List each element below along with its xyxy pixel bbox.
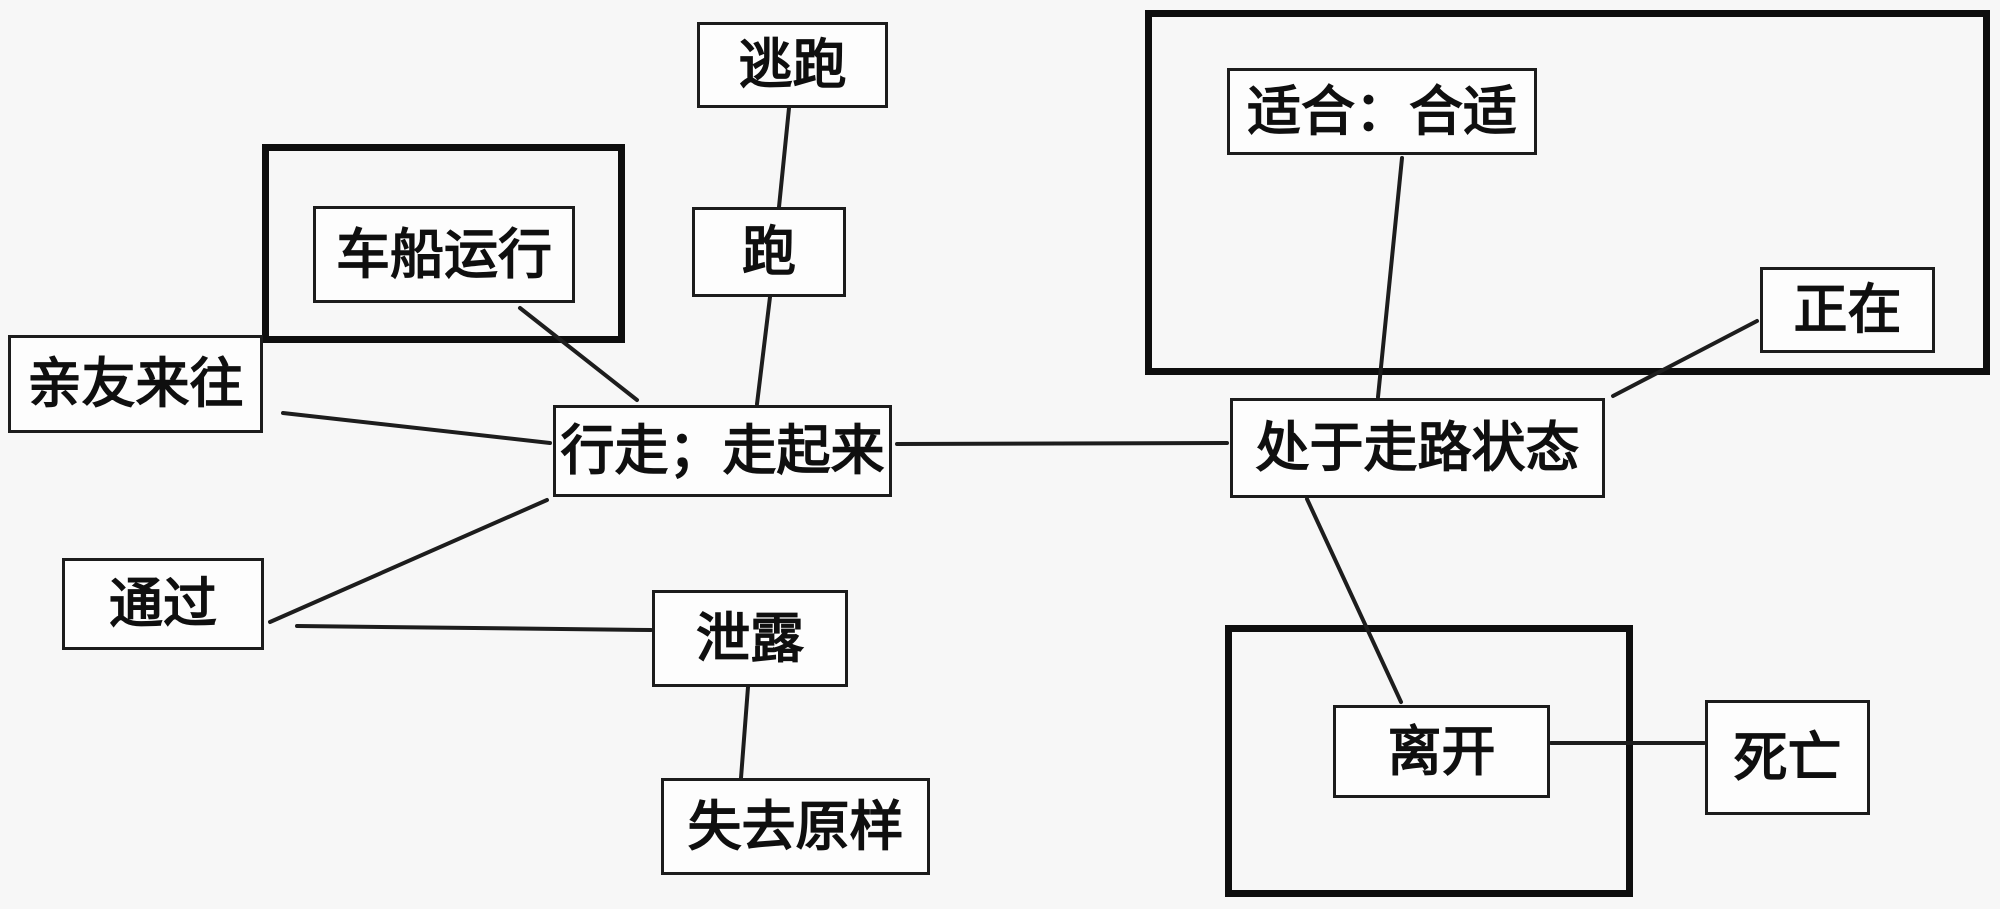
edge-suitable-walking-state [1376, 156, 1404, 399]
edge-relatives-contact-walk [281, 411, 552, 445]
edge-pass-through-leak [295, 624, 653, 632]
group-suitable-in-progress [1145, 10, 1990, 375]
node-walk-label: 行走；走起来 [560, 421, 885, 481]
node-leak: 泄露 [652, 590, 848, 687]
node-vehicle-operation-label: 车船运行 [336, 224, 552, 285]
node-relatives-contact: 亲友来往 [8, 335, 263, 433]
edge-run-walk [755, 295, 772, 406]
node-walk: 行走；走起来 [553, 405, 892, 497]
node-pass-through: 通过 [62, 558, 264, 650]
node-walking-state-label: 处于走路状态 [1255, 418, 1580, 478]
node-run-label: 跑 [742, 222, 796, 282]
node-suitable-label: 适合：合适 [1247, 81, 1517, 142]
node-lose-original-form: 失去原样 [661, 778, 930, 875]
node-pass-through-label: 通过 [109, 574, 217, 634]
group-leave [1225, 625, 1633, 897]
node-in-progress: 正在 [1760, 267, 1935, 353]
edge-walking-state-leave [1305, 497, 1403, 704]
edge-leak-lose-original-form [739, 685, 750, 780]
node-run: 跑 [692, 207, 846, 297]
edge-escape-run [777, 106, 791, 209]
node-escape-label: 逃跑 [738, 35, 847, 95]
node-relatives-contact-label: 亲友来往 [27, 354, 244, 414]
node-suitable: 适合：合适 [1227, 68, 1537, 155]
group-vehicle-operation [262, 144, 625, 343]
node-walking-state: 处于走路状态 [1230, 398, 1605, 498]
node-leave: 离开 [1333, 705, 1550, 798]
node-in-progress-label: 正在 [1793, 280, 1902, 340]
node-leak-label: 泄露 [696, 608, 804, 669]
edge-vehicle-operation-walk [518, 306, 639, 402]
node-vehicle-operation: 车船运行 [313, 206, 575, 303]
edge-walk-walking-state [895, 441, 1229, 446]
node-lose-original-form-label: 失去原样 [687, 796, 904, 857]
edge-in-progress-walking-state [1611, 319, 1759, 398]
node-death-label: 死亡 [1733, 727, 1842, 788]
node-death: 死亡 [1705, 700, 1870, 815]
node-escape: 逃跑 [697, 22, 888, 108]
edge-pass-through-walk [268, 498, 549, 624]
node-leave-label: 离开 [1387, 721, 1496, 782]
